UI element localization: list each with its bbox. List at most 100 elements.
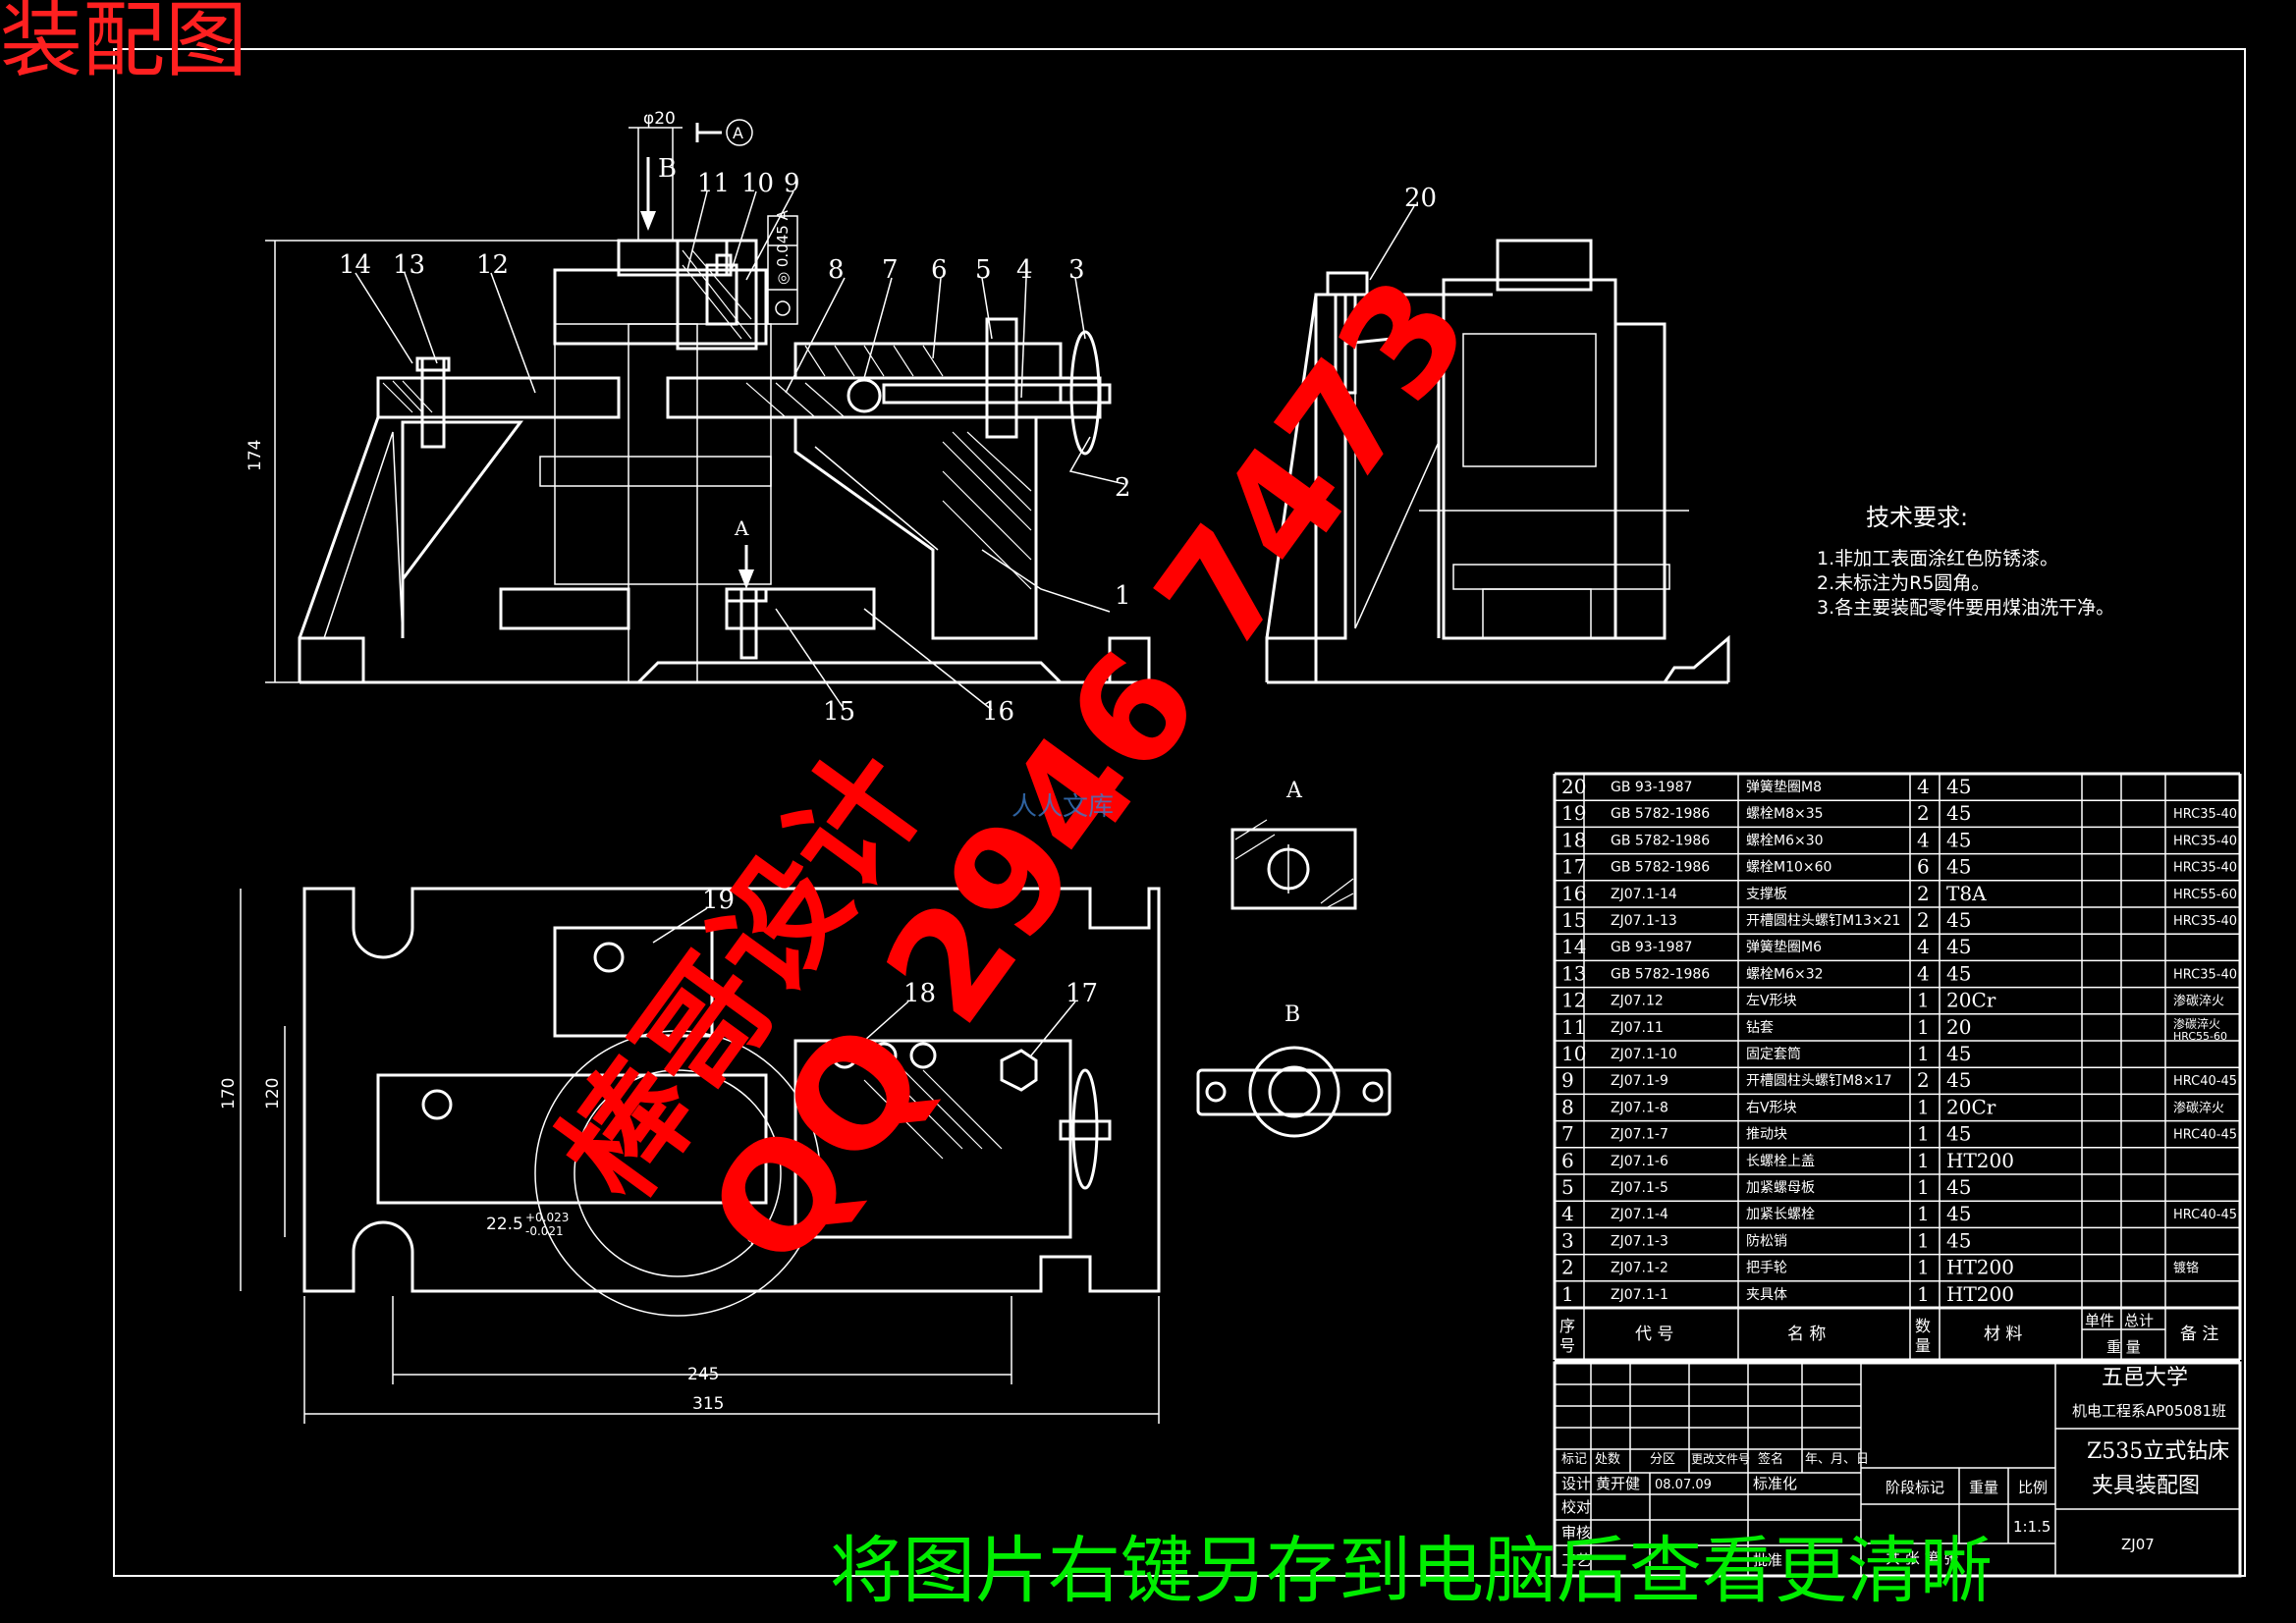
bom-row-name: 夹具体 — [1746, 1287, 1787, 1303]
bom-row-mat: 45 — [1946, 961, 1971, 985]
bom-row-no: 10 — [1561, 1042, 1586, 1065]
bom-row-no: 15 — [1561, 908, 1586, 932]
dim-170: 170 — [219, 1078, 239, 1109]
bom-row-no: 18 — [1561, 828, 1586, 851]
scale-label: 比例 — [2018, 1479, 2048, 1496]
bom-row-note: HRC40-45 — [2173, 1074, 2237, 1089]
bom-row-code: ZJ07.1-2 — [1611, 1261, 1668, 1276]
rev-h1: 处数 — [1595, 1452, 1620, 1467]
bom-row-qty: 1 — [1917, 1228, 1930, 1252]
bom-row-qty: 1 — [1917, 1149, 1930, 1172]
bom-row-no: 6 — [1561, 1149, 1574, 1172]
bom-row-code: ZJ07.1-9 — [1611, 1073, 1668, 1089]
bom-row-code: ZJ07.1-8 — [1611, 1100, 1668, 1115]
bom-row-qty: 1 — [1917, 1282, 1930, 1306]
bom-row-name: 把手轮 — [1746, 1261, 1787, 1276]
bom-row-code: ZJ07.11 — [1611, 1020, 1664, 1036]
design-date: 08.07.09 — [1655, 1478, 1712, 1492]
bom-header-code: 代 号 — [1635, 1325, 1673, 1344]
bom-row-no: 4 — [1561, 1202, 1574, 1225]
bom-row-note: HRC55-60 — [2173, 888, 2237, 902]
watermark-green: 将图片右键另存到电脑后查看更清晰 — [830, 1529, 1993, 1613]
bom-row-no: 13 — [1561, 961, 1586, 985]
label-19: 19 — [702, 886, 735, 915]
bom-row-qty: 1 — [1917, 1015, 1930, 1039]
class-name: 机电工程系AP05081班 — [2072, 1402, 2226, 1420]
bom-header-no: 号 — [1559, 1336, 1575, 1355]
bom-row-name: 固定套筒 — [1746, 1046, 1801, 1062]
bom-row-qty: 2 — [1917, 1068, 1930, 1092]
label-15: 15 — [823, 697, 855, 727]
label-9: 9 — [784, 169, 800, 198]
bom-row-qty: 1 — [1917, 1042, 1930, 1065]
bom-row-name: 弹簧垫圈M6 — [1746, 940, 1822, 955]
bom-row-mat: 45 — [1946, 1175, 1971, 1199]
bom-row-mat: 45 — [1946, 1202, 1971, 1225]
bom-row-mat: 20Cr — [1946, 1095, 1996, 1118]
bom-row-name: 推动块 — [1746, 1127, 1787, 1143]
bom-row-code: ZJ07.1-5 — [1611, 1180, 1668, 1196]
datum-a: A — [733, 124, 743, 142]
bom-row-qty: 1 — [1917, 1122, 1930, 1146]
top-view — [240, 887, 1161, 1424]
bom-row-note: 渗碳淬火 — [2173, 1016, 2220, 1031]
scale-value: 1:1.5 — [2013, 1518, 2050, 1536]
design-label: 设计 — [1561, 1475, 1591, 1492]
bom-row-qty: 1 — [1917, 1202, 1930, 1225]
tech-req-title: 技术要求: — [1866, 504, 1968, 531]
bom-row-note: 渗碳淬火 — [2173, 1101, 2224, 1115]
audit-label: 审核 — [1561, 1524, 1591, 1542]
label-18: 18 — [903, 979, 936, 1008]
bom-row-name: 钻套 — [1746, 1020, 1774, 1036]
bom-row-code: ZJ07.1-13 — [1611, 913, 1677, 929]
label-10: 10 — [741, 169, 774, 198]
dim-tol-dn: -0.021 — [525, 1224, 564, 1238]
dim-tol-up: +0.023 — [525, 1211, 569, 1224]
bom-row-mat: HT200 — [1946, 1256, 2014, 1279]
process-label: 工艺 — [1561, 1551, 1591, 1569]
bom-row-qty: 4 — [1917, 935, 1930, 958]
bom-row-name: 长螺栓上盖 — [1746, 1154, 1815, 1169]
section-mark-a: A — [734, 516, 749, 540]
bom-header-note: 备 注 — [2180, 1325, 2218, 1344]
bom-row-no: 16 — [1561, 882, 1586, 905]
bom-row-no: 20 — [1561, 775, 1586, 798]
bom-row-name: 右V形块 — [1746, 1100, 1797, 1115]
dim-phi20: φ20 — [643, 109, 676, 129]
bom-row-mat: 45 — [1946, 1122, 1971, 1146]
rev-h0: 标记 — [1561, 1452, 1587, 1467]
bom-row-no: 12 — [1561, 989, 1586, 1012]
bom-row-code: GB 5782-1986 — [1611, 966, 1710, 982]
bom-row-name: 螺栓M6×30 — [1746, 833, 1824, 848]
bom-row-mat: 20Cr — [1946, 989, 1996, 1012]
bom-row-note: 渗碳淬火 — [2173, 995, 2224, 1009]
bom-row-code: GB 93-1987 — [1611, 940, 1692, 955]
rev-h5: 年、月、日 — [1805, 1452, 1869, 1467]
bom-row-no: 7 — [1561, 1122, 1574, 1146]
label-12: 12 — [476, 250, 509, 280]
bom-row-code: GB 5782-1986 — [1611, 833, 1710, 848]
bom-row-qty: 1 — [1917, 1095, 1930, 1118]
bom-row-name: 弹簧垫圈M8 — [1746, 780, 1822, 795]
bom-row-mat: HT200 — [1946, 1149, 2014, 1172]
watermark-logo: 人人文库 — [1011, 792, 1114, 822]
bom-header-single: 单件 — [2085, 1312, 2114, 1329]
tech-req-3: 3.各主要装配零件要用煤油洗干净。 — [1817, 597, 2114, 619]
label-8: 8 — [828, 255, 845, 285]
bom-row-code: GB 93-1987 — [1611, 780, 1692, 795]
rev-h4: 签名 — [1758, 1451, 1783, 1467]
bom-row-qty: 1 — [1917, 989, 1930, 1012]
dim-315: 315 — [692, 1394, 724, 1414]
bom-row-code: ZJ07.1-4 — [1611, 1207, 1668, 1222]
bom-row-no: 11 — [1561, 1015, 1586, 1039]
drawing-name-2: 夹具装配图 — [2092, 1474, 2200, 1498]
bom-header-no: 序 — [1559, 1317, 1575, 1335]
bom-row-qty: 1 — [1917, 1175, 1930, 1199]
tech-req-2: 2.未标注为R5圆角。 — [1817, 572, 1990, 594]
dim-245: 245 — [687, 1365, 719, 1384]
corner-title: 装配图 — [0, 0, 247, 88]
bom-header-qty: 数 — [1915, 1317, 1931, 1335]
label-5: 5 — [975, 255, 992, 285]
